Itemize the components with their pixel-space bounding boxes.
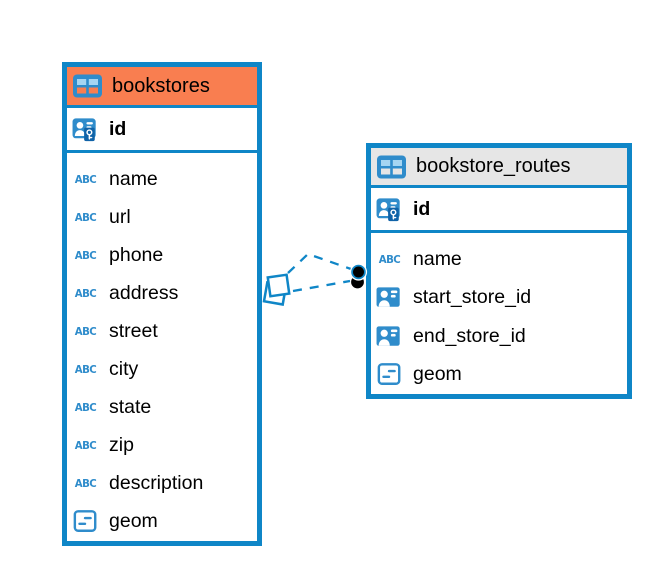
text-icon: [71, 319, 100, 344]
entity-bookstores[interactable]: bookstores id name url: [62, 62, 262, 546]
primary-key-section: id: [371, 188, 627, 233]
column-name: name: [413, 247, 462, 270]
table-column-row[interactable]: state: [67, 389, 257, 427]
table-column-row[interactable]: street: [67, 312, 257, 350]
text-icon: [71, 433, 100, 458]
column-name: geom: [109, 510, 158, 533]
column-name: geom: [413, 363, 462, 386]
text-icon: [71, 205, 100, 230]
column-name: address: [109, 281, 179, 304]
table-column-row[interactable]: name: [371, 240, 627, 279]
relationship-dot-markers: [349, 263, 368, 289]
geom-icon: [375, 362, 404, 387]
table-column-row[interactable]: id: [67, 108, 257, 150]
table-column-row[interactable]: address: [67, 274, 257, 312]
entity-bookstore-routes[interactable]: bookstore_routes id name start_store_id: [366, 143, 632, 399]
entity-title: bookstore_routes: [416, 155, 571, 177]
entity-title: bookstores: [112, 74, 210, 97]
text-icon: [71, 357, 100, 382]
table-column-row[interactable]: geom: [371, 356, 627, 395]
columns-section: name url phone address: [67, 153, 257, 541]
table-column-row[interactable]: zip: [67, 427, 257, 465]
column-name: name: [109, 167, 158, 190]
column-name: description: [109, 472, 204, 495]
columns-section: name start_store_id end_store_id geom: [371, 233, 627, 394]
table-column-row[interactable]: description: [67, 465, 257, 503]
text-icon: [71, 243, 100, 268]
table-column-row[interactable]: phone: [67, 236, 257, 274]
table-column-row[interactable]: geom: [67, 503, 257, 541]
table-icon: [72, 73, 103, 99]
table-icon: [376, 154, 407, 180]
text-icon: [375, 247, 404, 272]
column-name: start_store_id: [413, 286, 532, 309]
entity-bookstore-routes-header[interactable]: bookstore_routes: [371, 148, 627, 188]
table-column-row[interactable]: id: [371, 188, 627, 230]
relationship-diamond-markers: [262, 273, 291, 306]
entity-bookstores-header[interactable]: bookstores: [67, 67, 257, 108]
text-icon: [71, 471, 100, 496]
geom-icon: [71, 509, 100, 534]
table-column-row[interactable]: name: [67, 160, 257, 198]
column-name: zip: [109, 434, 134, 457]
pk-icon: [71, 117, 100, 142]
primary-key-section: id: [67, 108, 257, 153]
column-name: phone: [109, 243, 164, 266]
column-name: end_store_id: [413, 324, 526, 347]
ref-icon: [375, 285, 404, 310]
column-name: url: [109, 205, 131, 228]
pk-icon: [375, 197, 404, 222]
column-name: id: [413, 197, 431, 220]
text-icon: [71, 395, 100, 420]
fk-connection-lower[interactable]: [292, 279, 351, 293]
column-name: street: [109, 319, 158, 342]
text-icon: [71, 167, 100, 192]
column-name: id: [109, 117, 127, 140]
table-column-row[interactable]: url: [67, 198, 257, 236]
column-name: state: [109, 396, 152, 419]
table-column-row[interactable]: start_store_id: [371, 279, 627, 318]
table-column-row[interactable]: end_store_id: [371, 317, 627, 356]
ref-icon: [375, 324, 404, 349]
table-column-row[interactable]: city: [67, 350, 257, 388]
column-name: city: [109, 358, 139, 381]
text-icon: [71, 281, 100, 306]
fk-connection-upper[interactable]: [287, 252, 352, 274]
